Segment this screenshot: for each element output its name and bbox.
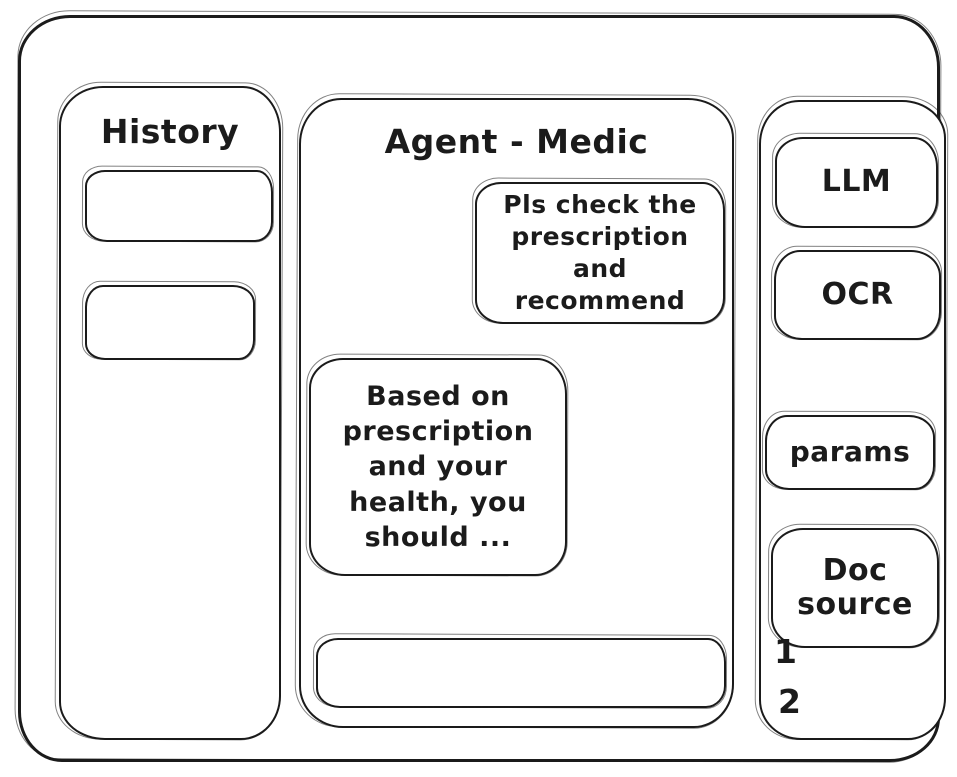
assistant-message-bubble: Based on prescription and your health, y…: [309, 358, 567, 576]
history-panel: History: [59, 86, 281, 740]
tool-button-params[interactable]: params: [765, 415, 935, 490]
tool-button-ocr[interactable]: OCR: [774, 250, 941, 340]
tool-button-doc-source[interactable]: Doc source: [771, 528, 939, 648]
doc-source-number-1: 1: [774, 632, 798, 671]
history-item[interactable]: [85, 285, 255, 360]
chat-panel: Agent - Medic Pls check the prescription…: [299, 98, 734, 728]
tools-panel: LLM OCR params Doc source 1 2: [759, 100, 946, 740]
chat-panel-title: Agent - Medic: [384, 122, 649, 161]
tool-button-llm[interactable]: LLM: [775, 137, 938, 228]
app-window: History Agent - Medic Pls check the pres…: [18, 15, 946, 762]
doc-source-number-2: 2: [778, 682, 802, 721]
user-message-bubble: Pls check the prescription and recommend: [475, 182, 725, 324]
message-input[interactable]: [316, 638, 726, 708]
history-panel-title: History: [100, 112, 240, 151]
history-item[interactable]: [85, 170, 273, 242]
